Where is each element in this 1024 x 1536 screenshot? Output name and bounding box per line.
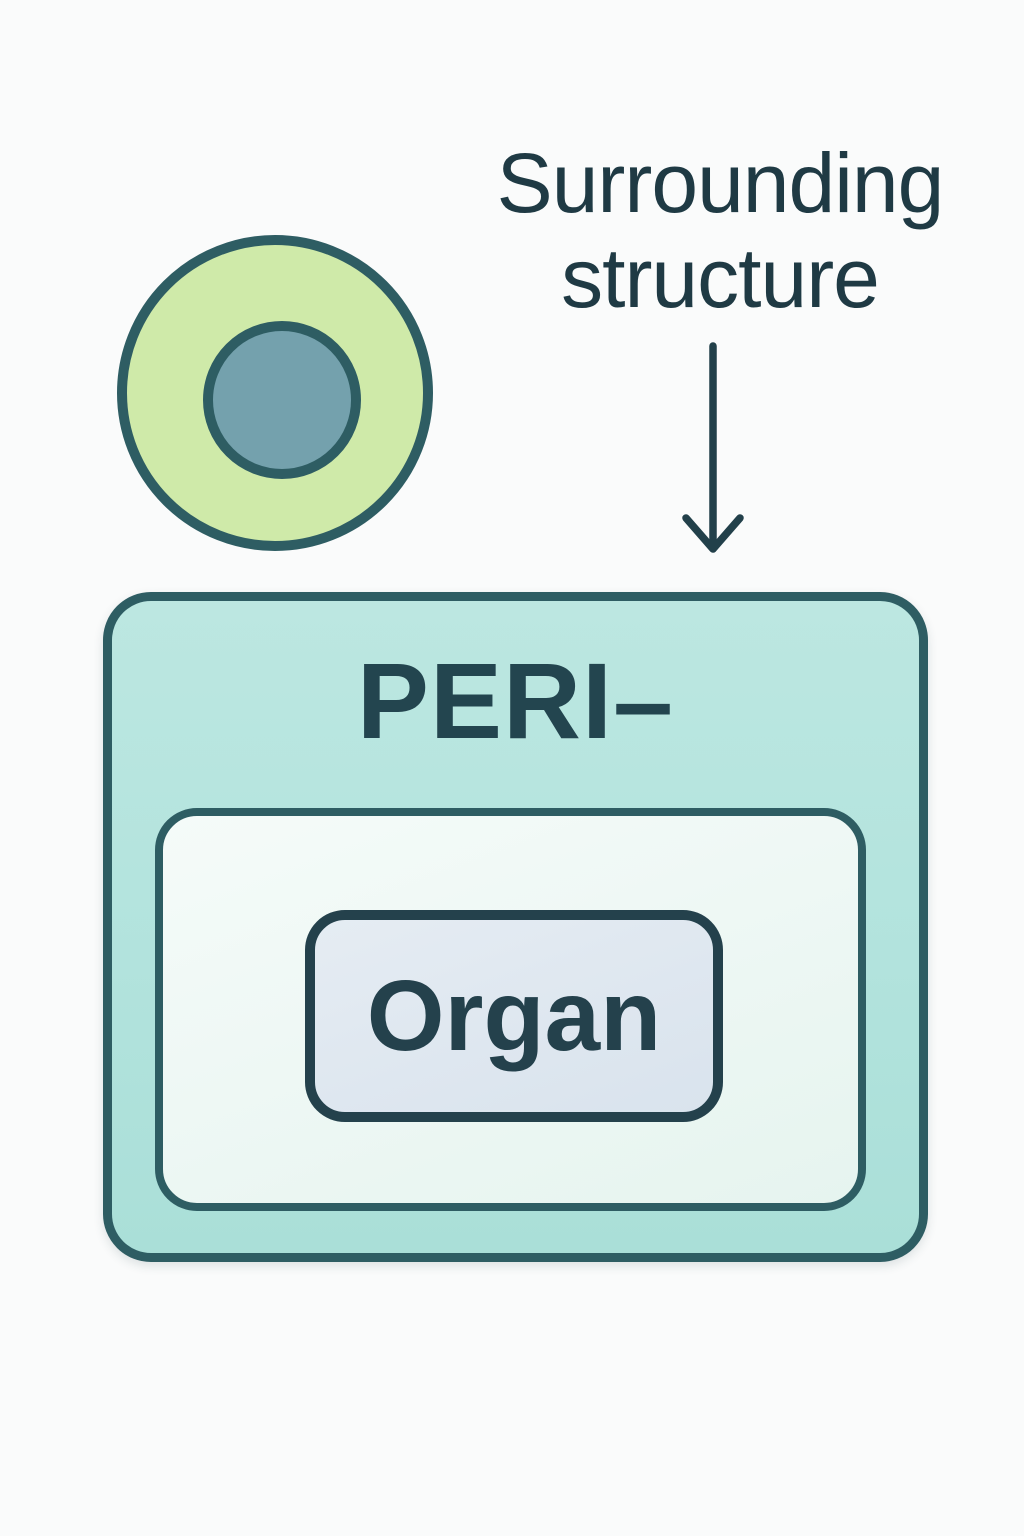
organ-label: Organ xyxy=(366,960,662,1072)
ring-core-circle xyxy=(203,321,361,479)
peri-prefix-label: PERI– xyxy=(356,640,675,761)
diagram-title: Surrounding structure xyxy=(496,136,945,325)
ring-circle-icon xyxy=(117,235,433,551)
inner-structure-box: Organ xyxy=(155,808,866,1211)
peri-box: PERI– Organ xyxy=(103,592,928,1262)
organ-box: Organ xyxy=(305,910,723,1122)
down-arrow-icon xyxy=(682,342,744,553)
